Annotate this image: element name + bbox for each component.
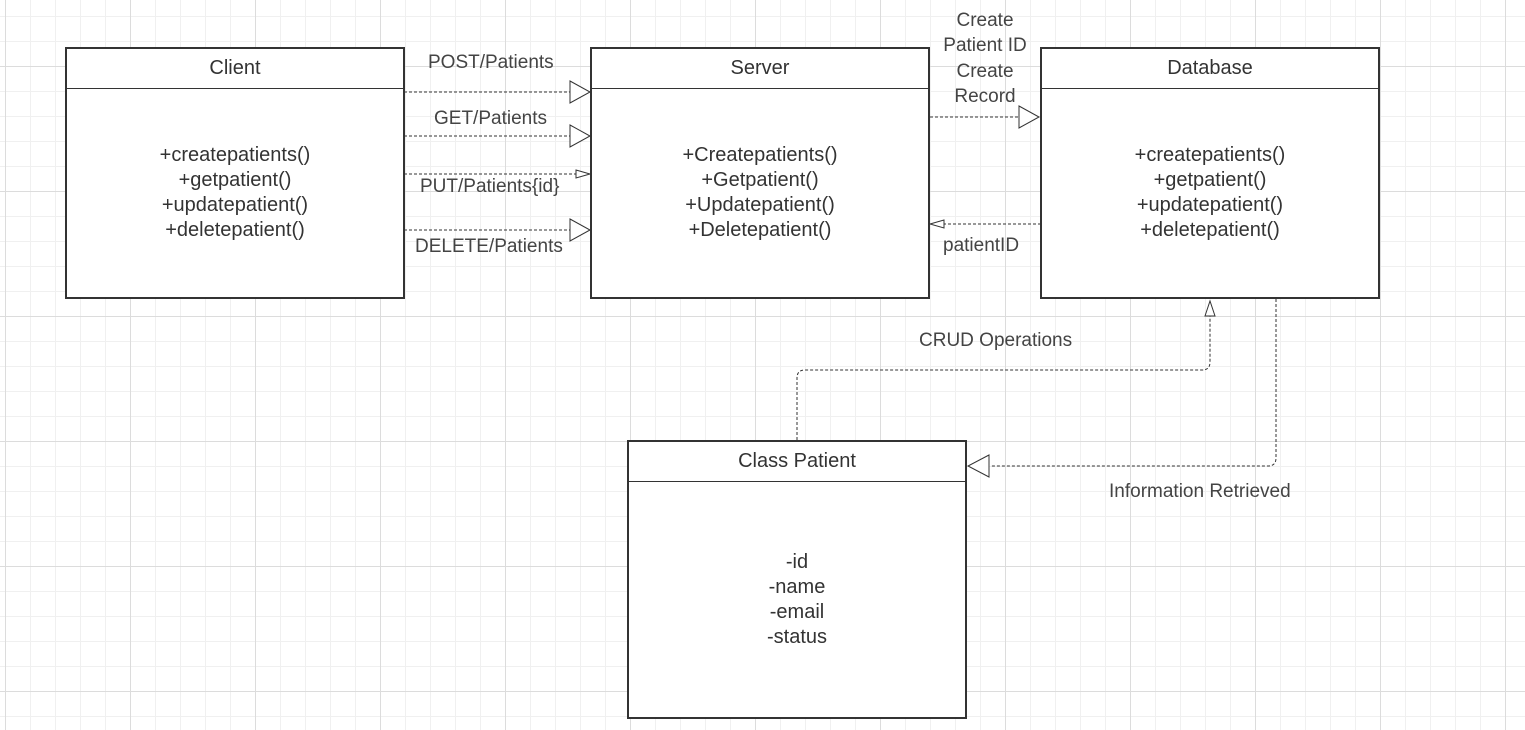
patient-class-members: -id -name -email -status <box>629 482 965 717</box>
client-class[interactable]: Client +createpatients() +getpatient() +… <box>65 47 405 299</box>
patient-member: -name <box>768 575 826 598</box>
client-member: +getpatient() <box>178 169 292 191</box>
create-record-label: Create Record <box>954 61 1016 107</box>
post-label: POST/Patients <box>428 52 554 73</box>
patient-id-label: patientID <box>943 235 1020 256</box>
database-class-members: +createpatients() +getpatient() +updatep… <box>1042 89 1378 297</box>
client-class-title: Client <box>67 49 403 89</box>
patient-member: -id <box>785 550 809 573</box>
post-arrowhead <box>569 80 592 104</box>
client-member: +updatepatient() <box>161 194 309 216</box>
info-retrieved-arrowhead <box>966 454 990 478</box>
create-patient-id-label: Create Patient ID <box>943 10 1027 56</box>
crud-label: CRUD Operations <box>919 330 1073 351</box>
database-member: +deletepatient() <box>1140 219 1280 241</box>
crud-connector[interactable] <box>796 316 1211 440</box>
patient-member: -email <box>769 600 825 623</box>
server-member: +Createpatients() <box>682 144 838 166</box>
patient-id-arrowhead <box>928 219 945 229</box>
database-class[interactable]: Database +createpatients() +getpatient()… <box>1040 47 1380 299</box>
patient-member: -status <box>766 625 828 648</box>
crud-arrowhead <box>1204 299 1216 317</box>
get-label: GET/Patients <box>434 108 547 129</box>
server-class-members: +Createpatients() +Getpatient() +Updatep… <box>592 89 928 297</box>
database-member: +updatepatient() <box>1136 194 1284 216</box>
database-member: +createpatients() <box>1134 144 1286 166</box>
database-member: +getpatient() <box>1153 169 1267 191</box>
info-retrieved-connector[interactable] <box>990 299 1277 467</box>
patient-class-title: Class Patient <box>629 442 965 482</box>
client-member: +deletepatient() <box>165 219 305 241</box>
delete-label: DELETE/Patients <box>415 236 563 257</box>
get-arrowhead <box>569 124 592 148</box>
patient-class[interactable]: Class Patient -id -name -email -status <box>627 440 967 719</box>
put-label: PUT/Patients{id} <box>420 176 560 197</box>
info-retrieved-label: Information Retrieved <box>1109 481 1291 502</box>
server-member: +Deletepatient() <box>688 219 832 241</box>
create-record-arrowhead <box>1018 105 1041 129</box>
server-member: +Updatepatient() <box>685 194 835 216</box>
client-class-members: +createpatients() +getpatient() +updatep… <box>67 89 403 297</box>
delete-arrowhead <box>569 218 592 242</box>
put-arrowhead <box>575 169 592 179</box>
server-class-title: Server <box>592 49 928 89</box>
server-class[interactable]: Server +Createpatients() +Getpatient() +… <box>590 47 930 299</box>
server-member: +Getpatient() <box>701 169 819 191</box>
client-member: +createpatients() <box>159 144 311 166</box>
database-class-title: Database <box>1042 49 1378 89</box>
